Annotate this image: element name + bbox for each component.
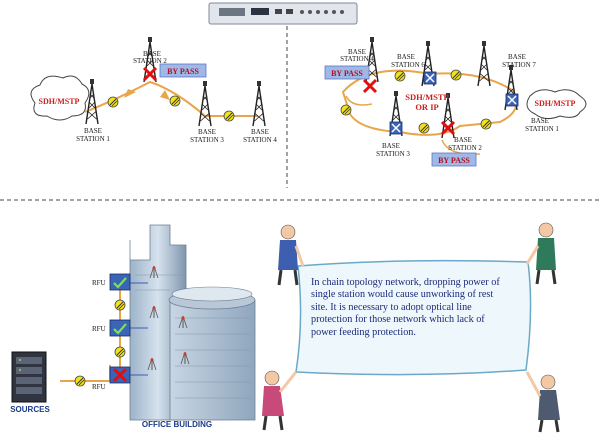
bs6-label-line1: BASE — [397, 53, 415, 61]
coupler-icon — [480, 118, 492, 130]
bs2-label-line2: STATION 2 — [133, 57, 167, 65]
rfu-label-2: RFU — [92, 325, 106, 333]
bypass-label-bottom: BY PASS — [438, 156, 470, 165]
bs1-label-line1: BASE — [84, 127, 102, 135]
bs1-label-line1: BASE — [531, 117, 549, 125]
bs4-label-line1: BASE — [251, 128, 269, 136]
node-icon — [505, 93, 519, 107]
bs3-label-line1: BASE — [198, 128, 216, 136]
building-scene: RFU RFU RFU SOURCES OFFICE BUILDING — [10, 224, 256, 429]
bs4-label-line2: STATION 4 — [340, 55, 374, 63]
person-icon — [277, 224, 305, 286]
bs2-label-line1: BASE — [454, 136, 472, 144]
tower-icon-bs3 — [198, 80, 212, 127]
coupler-icon — [114, 346, 126, 358]
coupler-icon — [74, 375, 86, 387]
coupler-icon — [114, 299, 126, 311]
coupler-icon — [223, 110, 235, 122]
bs4-label-line1: BASE — [348, 48, 366, 56]
bypass-label: BY PASS — [167, 67, 199, 76]
person-icon — [262, 370, 298, 431]
chain-topology: SDH/MSTP BY PASS BASE STATION 2 BASE STA… — [30, 36, 277, 144]
tower-icon-bs4 — [252, 80, 266, 127]
bs1-label-line2: STATION 1 — [525, 125, 559, 133]
bs4-label-line2: STATION 4 — [243, 136, 277, 144]
bs7-label-line2: STATION 7 — [502, 61, 536, 69]
arrow-icon — [160, 90, 170, 100]
cloud-shape — [526, 89, 587, 120]
cloud-label: SDH/MSTP — [39, 97, 80, 106]
center-label-line2: OR IP — [415, 102, 438, 112]
bs7-label-line1: BASE — [508, 53, 526, 61]
rfu-label-1: RFU — [92, 279, 106, 287]
rack-device-icon — [208, 2, 358, 25]
node-icon — [389, 121, 403, 135]
bs1-label-line2: STATION 1 — [76, 135, 110, 143]
node-icon — [423, 71, 437, 85]
rfu-box — [109, 319, 131, 337]
bypass-box — [159, 63, 207, 78]
bs3-label-line1: BASE — [382, 142, 400, 150]
center-label-line1: SDH/MSTP — [405, 92, 448, 102]
person-icon — [525, 371, 560, 433]
bypass-box-bottom — [431, 152, 477, 167]
chain-link-path — [84, 80, 258, 117]
bypass-label-top: BY PASS — [331, 69, 363, 78]
coupler-icon — [418, 122, 430, 134]
feed-line — [60, 365, 111, 382]
ring-topology: SDH/MSTP BY PASS BY PASS SDH/MSTP OR IP … — [324, 36, 587, 167]
office-building-label: OFFICE BUILDING — [142, 420, 212, 429]
coupler-icon — [450, 69, 462, 81]
banner-cloth — [295, 259, 532, 376]
sources-label: SOURCES — [10, 405, 50, 414]
coupler-icon — [107, 96, 119, 108]
bs3-label-line2: STATION 3 — [190, 136, 224, 144]
person-icon — [525, 222, 557, 285]
rfu-label-3: RFU — [92, 383, 106, 391]
tower-icon-bs1 — [85, 78, 99, 125]
bs3-label-line2: STATION 3 — [376, 150, 410, 158]
coupler-icon — [169, 95, 181, 107]
bs6-label-line2: STATION 6 — [391, 61, 425, 69]
bs2-label-line2: STATION 2 — [448, 144, 482, 152]
coupler-icon — [394, 70, 406, 82]
banner-message: In chain topology network, dropping powe… — [311, 277, 500, 338]
bypass-box-top — [324, 65, 370, 80]
server-rack-icon — [11, 351, 47, 403]
red-x-icon — [362, 78, 378, 94]
coupler-icon — [340, 104, 352, 116]
cloud-shape — [30, 75, 90, 121]
bs2-label-line1: BASE — [143, 50, 161, 58]
bypass-arc — [345, 95, 373, 106]
rfu-box — [109, 273, 131, 291]
banner-scene — [262, 222, 560, 433]
arrow-icon — [124, 89, 136, 98]
cloud-label: SDH/MSTP — [535, 99, 576, 108]
